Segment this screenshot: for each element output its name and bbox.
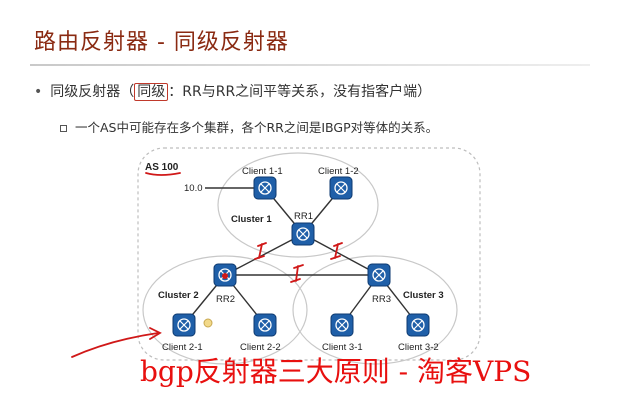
as-boundary (137, 147, 481, 361)
red-arrow-line (71, 332, 159, 358)
router-client-2-1-icon (172, 313, 196, 337)
rr2-red-dot (222, 273, 228, 279)
bullet1-prefix: 同级反射器（ (50, 84, 135, 100)
bullet1-highlight: 同级 (134, 83, 169, 101)
client-2-1-label: Client 2-1 (162, 342, 203, 353)
router-rr1-icon (291, 222, 315, 246)
cluster-3-ellipse (292, 255, 458, 365)
rr3-label: RR3 (372, 294, 391, 305)
ibgp-mark-rr2-rr3 (290, 264, 304, 283)
router-client-2-2-icon (253, 313, 277, 337)
prefix-label: 10.0 (184, 183, 203, 194)
page-title: 路由反射器 - 同级反射器 (34, 30, 289, 55)
title-divider (30, 64, 590, 66)
sub-bullet-square-icon (60, 125, 67, 132)
router-client-1-2-icon (329, 176, 353, 200)
bullet-dot-icon: • (34, 84, 43, 100)
cluster-3-label: Cluster 3 (403, 290, 444, 301)
cluster-1-ellipse (217, 152, 379, 258)
client-3-1-label: Client 3-1 (322, 342, 363, 353)
sub-bullet-clusters: 一个AS中可能存在多个集群，各个RR之间是IBGP对等体的关系。 (60, 117, 438, 136)
ibgp-mark-rr1-rr2 (254, 242, 267, 260)
rr1-label: RR1 (294, 211, 313, 222)
bullet-peer-reflector: • 同级反射器（同级：RR与RR之间平等关系，没有指客户端） (34, 81, 431, 101)
as-underline-mark (145, 172, 181, 176)
red-annotations (71, 172, 343, 358)
rr2-label: RR2 (216, 294, 235, 305)
client-1-1-label: Client 1-1 (242, 166, 283, 177)
pointer-dot (203, 318, 213, 328)
router-client-1-1-icon (253, 176, 277, 200)
red-arrow-head-icon (149, 327, 162, 340)
link-rr1-rr3 (302, 233, 380, 276)
client-3-2-label: Client 3-2 (398, 342, 439, 353)
router-client-3-2-icon (406, 313, 430, 337)
ibgp-mark-rr1-rr3 (330, 242, 343, 260)
bullet1-suffix: ：RR与RR之间平等关系，没有指客户端） (168, 84, 432, 100)
watermark-text: bgp反射器三大原则 - 淘客VPS (140, 355, 532, 388)
sub-bullet-text: 一个AS中可能存在多个集群，各个RR之间是IBGP对等体的关系。 (75, 120, 439, 135)
client-1-2-label: Client 1-2 (318, 166, 359, 177)
router-rr3-icon (367, 263, 391, 287)
link-rr1-rr2 (224, 233, 304, 276)
client-2-2-label: Client 2-2 (240, 342, 281, 353)
router-client-3-1-icon (330, 313, 354, 337)
cluster-2-label: Cluster 2 (158, 290, 199, 301)
cluster-2-ellipse (142, 255, 308, 365)
as-label: AS 100 (145, 162, 179, 173)
cluster-1-label: Cluster 1 (231, 214, 272, 225)
